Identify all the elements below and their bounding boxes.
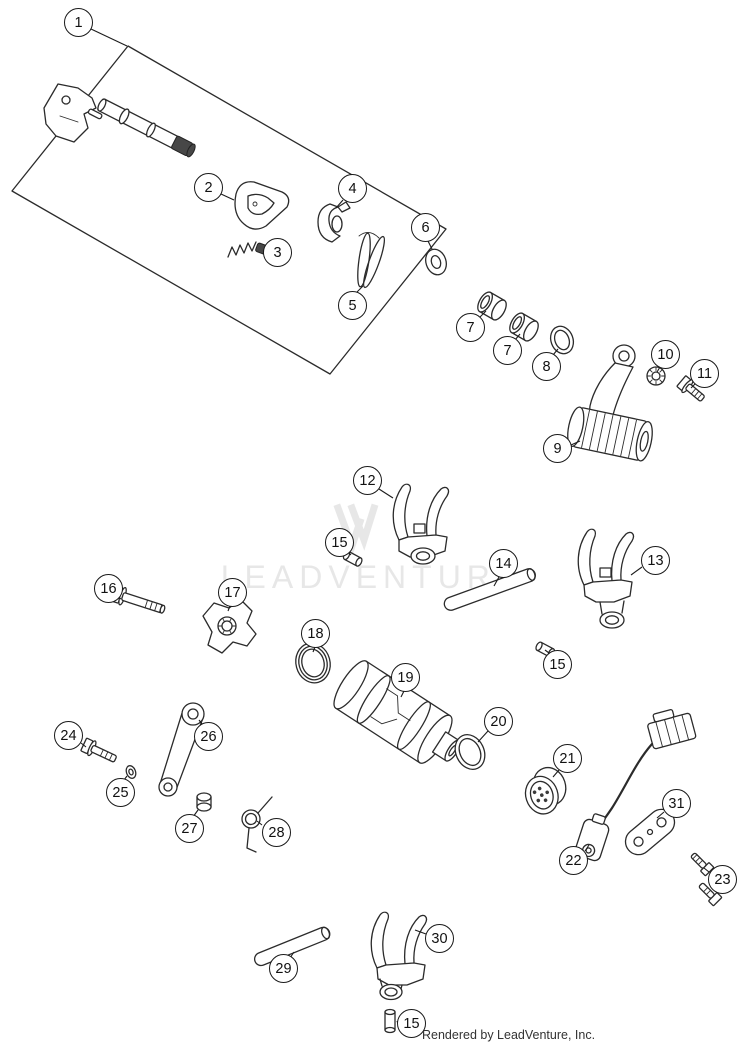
callout-1[interactable]: 1 — [64, 8, 93, 37]
part-8-seal-ring — [549, 325, 575, 355]
leader-lines — [80, 28, 710, 1025]
callout-12[interactable]: 12 — [353, 466, 382, 495]
callout-5[interactable]: 5 — [338, 291, 367, 320]
part-5-wire-spring — [357, 232, 386, 289]
callout-28[interactable]: 28 — [262, 818, 291, 847]
callout-8[interactable]: 8 — [532, 352, 561, 381]
part-19-shift-drum — [333, 660, 461, 764]
callout-15-a[interactable]: 15 — [325, 528, 354, 557]
part-6-washer — [425, 248, 447, 276]
part-15-pin-c — [384, 1008, 396, 1034]
part-21-end-cap — [524, 766, 567, 815]
part-20-ring — [454, 733, 486, 771]
part-29-rod — [253, 926, 331, 967]
callout-29[interactable]: 29 — [269, 954, 298, 983]
callout-31[interactable]: 31 — [662, 789, 691, 818]
callout-22[interactable]: 22 — [559, 846, 588, 875]
part-2-locating-plate — [234, 181, 290, 230]
callout-15-b[interactable]: 15 — [543, 650, 572, 679]
callout-13[interactable]: 13 — [641, 546, 670, 575]
part-25-washer — [125, 765, 137, 779]
callout-9[interactable]: 9 — [543, 434, 572, 463]
part-27-roller — [196, 792, 212, 812]
callout-20[interactable]: 20 — [484, 707, 513, 736]
callout-17[interactable]: 17 — [218, 578, 247, 607]
callout-2[interactable]: 2 — [194, 173, 223, 202]
callout-15-c[interactable]: 15 — [397, 1009, 426, 1038]
part-1-shift-shaft — [43, 83, 196, 158]
part-group-box — [11, 45, 447, 375]
callout-3[interactable]: 3 — [263, 238, 292, 267]
callout-24[interactable]: 24 — [54, 721, 83, 750]
connector — [647, 708, 697, 750]
part-17-shift-segment — [202, 599, 257, 654]
callout-18[interactable]: 18 — [301, 619, 330, 648]
callout-30[interactable]: 30 — [425, 924, 454, 953]
part-18-bearing-ring — [295, 642, 331, 684]
callout-6[interactable]: 6 — [411, 213, 440, 242]
part-14-shift-rail — [443, 568, 536, 611]
part-12-shift-fork-upper — [392, 483, 450, 565]
callout-27[interactable]: 27 — [175, 814, 204, 843]
part-23-bolt-2 — [698, 882, 723, 907]
part-26-link-arm — [158, 702, 205, 797]
callout-11[interactable]: 11 — [690, 359, 719, 388]
callout-21[interactable]: 21 — [553, 744, 582, 773]
part-13-shift-fork-right — [577, 528, 635, 629]
part-7-bushing-1 — [477, 291, 507, 321]
callout-25[interactable]: 25 — [106, 778, 135, 807]
callout-7-b[interactable]: 7 — [493, 336, 522, 365]
watermark-text: LEADVENTURE — [221, 559, 524, 595]
callout-16[interactable]: 16 — [94, 574, 123, 603]
footer-credit: Rendered by LeadVenture, Inc. — [422, 1028, 596, 1042]
part-7-bushing-2 — [509, 312, 539, 342]
part-11-bolt — [676, 375, 705, 402]
part-30-shift-fork-bottom — [370, 911, 428, 1001]
part-4-bracket — [317, 201, 351, 243]
part-24-bolt — [80, 737, 117, 763]
part-10-lock-washer — [646, 366, 666, 386]
callout-14[interactable]: 14 — [489, 549, 518, 578]
callout-4[interactable]: 4 — [338, 174, 367, 203]
callout-7-a[interactable]: 7 — [456, 313, 485, 342]
callout-10[interactable]: 10 — [651, 340, 680, 369]
part-9-shift-lever — [567, 344, 653, 462]
part-31-cover-plate — [624, 808, 676, 856]
part-28-torsion-spring — [241, 796, 273, 853]
callout-26[interactable]: 26 — [194, 722, 223, 751]
callout-19[interactable]: 19 — [391, 663, 420, 692]
callout-23[interactable]: 23 — [708, 865, 737, 894]
